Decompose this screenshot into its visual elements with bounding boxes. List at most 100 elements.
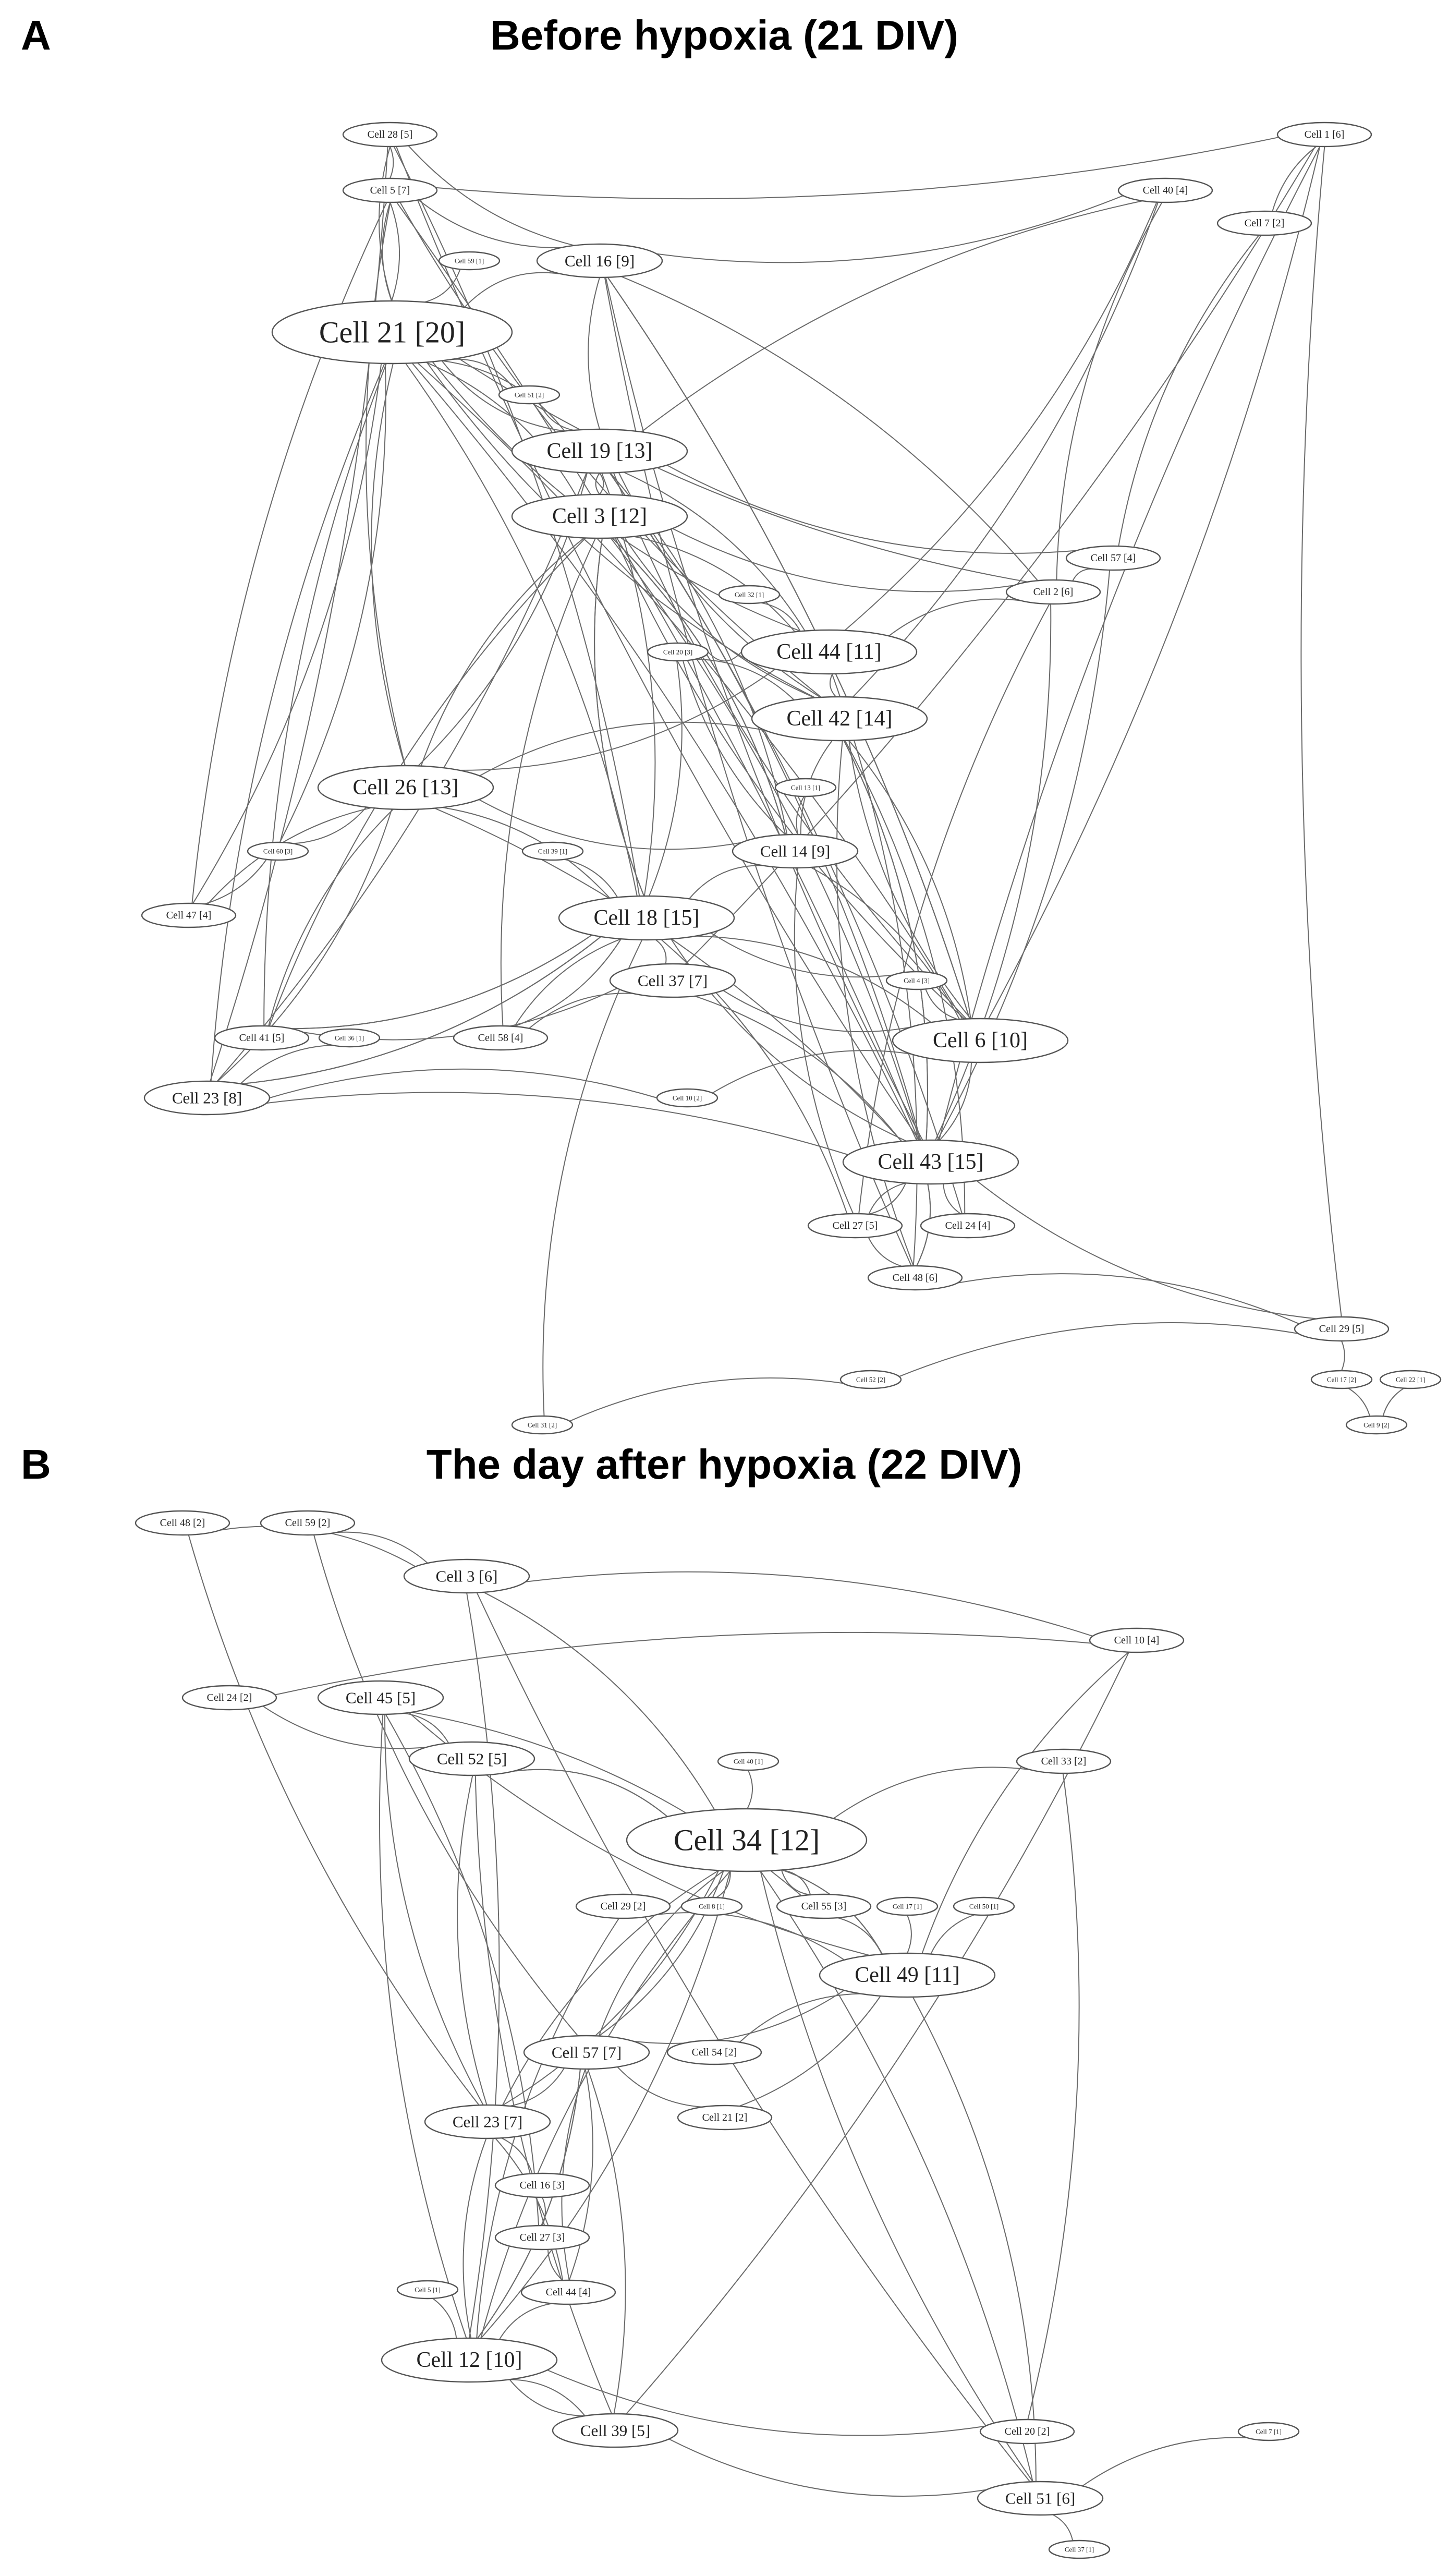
panel-b-nodes: Cell 48 [2]Cell 59 [2]Cell 3 [6]Cell 10 …: [135, 1510, 1300, 2559]
node-label: Cell 21 [20]: [319, 316, 465, 349]
node-label: Cell 39 [5]: [580, 2422, 650, 2440]
node-ellipse: [1294, 1316, 1390, 1342]
edge-b44-b12: [498, 2303, 552, 2340]
node-label: Cell 22 [1]: [1396, 1376, 1425, 1384]
node-label: Cell 41 [5]: [239, 1032, 285, 1044]
edge-b39-b57: [587, 2069, 626, 2414]
node-c36: Cell 36 [1]: [318, 1028, 381, 1048]
edge-c47-c5: [191, 202, 387, 904]
node-c1: Cell 1 [6]: [1276, 122, 1372, 148]
node-b20: Cell 20 [2]: [979, 2418, 1075, 2445]
edge-c60-c21: [279, 363, 386, 843]
node-ellipse: [403, 1558, 530, 1594]
edge-c3-c2: [672, 528, 1014, 592]
node-b23: Cell 23 [7]: [424, 2104, 551, 2139]
node-ellipse: [774, 778, 837, 797]
edge-c26-c41: [268, 808, 394, 1026]
node-label: Cell 57 [7]: [552, 2043, 622, 2062]
node-label: Cell 14 [9]: [760, 842, 830, 861]
node-b29: Cell 29 [2]: [575, 1893, 671, 1919]
node-ellipse: [1117, 177, 1213, 203]
edge-b12-b57: [477, 2069, 581, 2339]
node-c5: Cell 5 [7]: [342, 177, 438, 203]
edge-c40-c42: [852, 202, 1159, 698]
node-ellipse: [317, 1680, 444, 1715]
node-ellipse: [1379, 1370, 1442, 1389]
edge-b27-b44: [547, 2249, 563, 2281]
edge-c17-c9: [1348, 1387, 1371, 1417]
node-ellipse: [979, 2418, 1075, 2445]
edge-c48-c16: [604, 277, 912, 1266]
edge-c1-c43: [939, 146, 1321, 1141]
node-b39: Cell 39 [5]: [552, 2413, 679, 2448]
edge-c19-c44: [623, 471, 806, 632]
node-ellipse: [520, 2279, 616, 2305]
edge-b51-b49: [912, 1997, 1037, 2482]
edge-c2-c43: [935, 603, 1052, 1141]
node-label: Cell 52 [2]: [856, 1376, 885, 1384]
node-c32: Cell 32 [1]: [718, 585, 781, 604]
edge-c26-c14: [479, 799, 742, 850]
edge-b57-b44: [568, 2069, 593, 2281]
node-label: Cell 16 [9]: [565, 252, 635, 270]
node-ellipse: [867, 1265, 963, 1291]
node-c10: Cell 10 [2]: [656, 1088, 719, 1108]
edge-b12-b20: [547, 2369, 985, 2436]
edge-c1-c5: [435, 137, 1279, 200]
edge-c18-c4: [710, 932, 893, 978]
node-ellipse: [1016, 1748, 1112, 1774]
edge-c19-c3: [599, 473, 604, 495]
node-label: Cell 29 [5]: [1319, 1323, 1365, 1335]
node-label: Cell 24 [4]: [945, 1220, 991, 1231]
edge-b49-b57: [632, 1990, 845, 2044]
node-label: Cell 10 [4]: [1114, 1635, 1160, 1646]
edge-b17-b49: [907, 1915, 912, 1954]
node-c40: Cell 40 [4]: [1117, 177, 1213, 203]
node-label: Cell 23 [8]: [172, 1089, 242, 1107]
edge-b48-b23: [188, 1534, 480, 2106]
edge-c39-c18: [564, 858, 618, 898]
node-label: Cell 3 [12]: [552, 504, 647, 528]
edge-c14-c6: [810, 867, 960, 1020]
edge-b16-b27: [542, 2197, 546, 2226]
panel-a: A Before hypoxia (21 DIV) Cell 28 [5]Cel…: [21, 12, 1442, 1435]
node-label: Cell 54 [2]: [692, 2047, 737, 2058]
node-c18: Cell 18 [15]: [558, 895, 735, 941]
edge-c43-c42: [843, 740, 928, 1141]
node-label: Cell 2 [6]: [1033, 586, 1074, 598]
edge-c51-c19: [539, 403, 574, 431]
node-ellipse: [511, 1415, 574, 1435]
edge-b3-b10: [525, 1571, 1093, 1637]
node-c22: Cell 22 [1]: [1379, 1370, 1442, 1389]
edge-c1-c29: [1300, 146, 1342, 1317]
node-c51: Cell 51 [2]: [498, 385, 561, 405]
node-label: Cell 50 [1]: [969, 1903, 999, 1910]
node-ellipse: [740, 629, 918, 675]
node-b12: Cell 12 [10]: [381, 2337, 558, 2383]
node-label: Cell 40 [1]: [734, 1758, 763, 1765]
node-ellipse: [839, 1370, 902, 1389]
node-c31: Cell 31 [2]: [511, 1415, 574, 1435]
edge-c41-c3: [269, 537, 586, 1026]
node-c9: Cell 9 [2]: [1345, 1415, 1408, 1435]
edge-c6-c10: [712, 1050, 911, 1094]
node-ellipse: [885, 971, 948, 990]
edge-c2-c44: [888, 598, 1021, 637]
node-b44: Cell 44 [4]: [520, 2279, 616, 2305]
node-label: Cell 24 [2]: [207, 1692, 252, 1703]
node-label: Cell 58 [4]: [478, 1032, 523, 1044]
edge-c1-c6: [988, 146, 1321, 1019]
edge-c28-c5: [389, 146, 394, 179]
node-ellipse: [1089, 1627, 1185, 1653]
edge-c59-c21: [424, 269, 461, 303]
edge-c21-c5: [382, 202, 393, 301]
edge-c14-c18: [688, 865, 763, 899]
node-ellipse: [575, 1893, 671, 1919]
edge-b57-b21: [617, 2066, 703, 2108]
edge-c3-c44: [634, 536, 796, 632]
edge-c20-c42: [695, 658, 795, 700]
node-ellipse: [523, 2035, 650, 2070]
edge-c32-c44: [760, 602, 801, 632]
edge-b34-b57: [598, 1870, 724, 2036]
